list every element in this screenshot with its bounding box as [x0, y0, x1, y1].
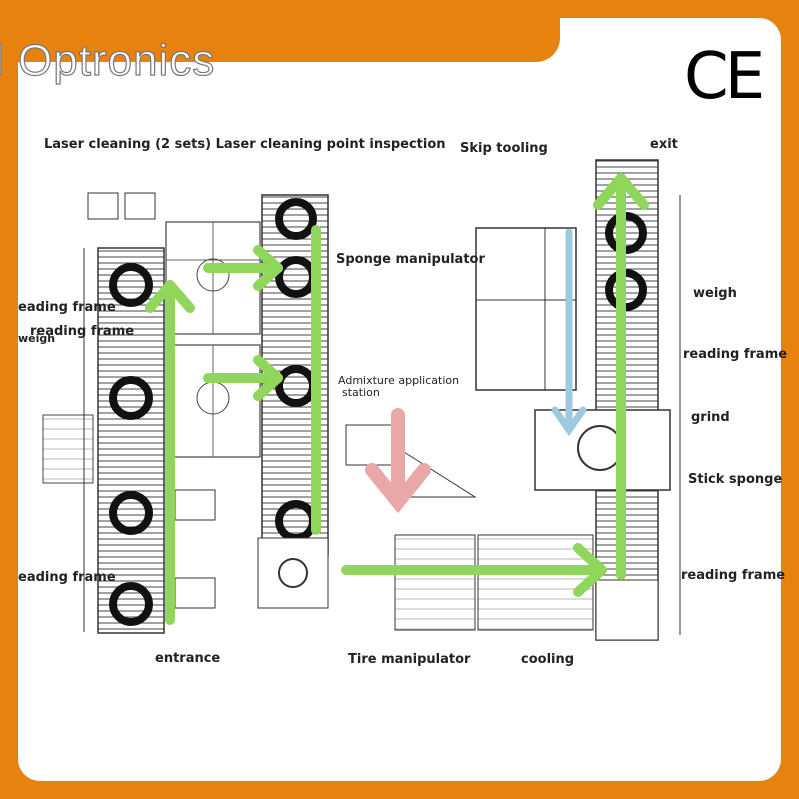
label-weigh-right: weigh [693, 286, 737, 301]
label-admixture: Admixture application [338, 374, 460, 387]
label-grind: grind [691, 410, 730, 425]
cooling-unit-1 [394, 534, 476, 631]
fixture-2 [124, 192, 156, 220]
blue-arrow [551, 228, 587, 437]
tire-left-1 [109, 263, 153, 307]
cooling-unit-2 [477, 534, 594, 631]
tire-left-2 [109, 376, 153, 420]
label-sponge-manipulator: Sponge manipulator [336, 252, 485, 267]
side-rack [42, 414, 94, 484]
brand-logo: l Optronics [0, 35, 216, 85]
arrow-entrance-head [145, 280, 195, 313]
fixture-1 [87, 192, 119, 220]
label-weigh-left: weigh [18, 332, 56, 345]
arrow-to-mid-1-head [253, 245, 283, 291]
tire-manipulator-area [257, 537, 329, 609]
arrow-to-mid-2-head [253, 355, 283, 401]
label-entrance: entrance [155, 651, 221, 666]
label-reading-frame-right-2: reading frame [681, 568, 786, 583]
ce-mark: CE [684, 40, 765, 114]
brand-tab [0, 0, 560, 62]
arrow-bottom-right-head [573, 543, 607, 597]
tire-left-4 [109, 582, 153, 626]
left-conveyor [97, 247, 165, 634]
arrow-exit-head [593, 173, 649, 210]
control-box-2 [174, 577, 216, 609]
label-cooling: cooling [521, 652, 575, 667]
label-reading-frame-1: eading frame [18, 300, 116, 315]
label-skip-tooling: Skip tooling [460, 141, 548, 156]
tire-left-3 [109, 491, 153, 535]
tire-mid-1 [275, 198, 317, 240]
green-flow-arrows [145, 173, 649, 625]
label-reading-frame-2: reading frame [30, 324, 135, 339]
label-station: station [342, 386, 380, 399]
label-laser-cleaning: Laser cleaning (2 sets) Laser cleaning p… [44, 137, 446, 152]
label-exit: exit [650, 137, 678, 152]
exit-frame [595, 579, 659, 641]
label-reading-frame-right-1: reading frame [683, 347, 788, 362]
label-tire-manipulator: Tire manipulator [348, 652, 471, 667]
label-stick-sponge: Stick sponge [688, 472, 783, 487]
pink-arrow [365, 408, 431, 514]
sponge-manipulator-machine [475, 227, 577, 391]
control-box-1 [174, 489, 216, 521]
grind-station [534, 409, 671, 491]
label-reading-frame-left-bottom: eading frame [18, 570, 116, 585]
